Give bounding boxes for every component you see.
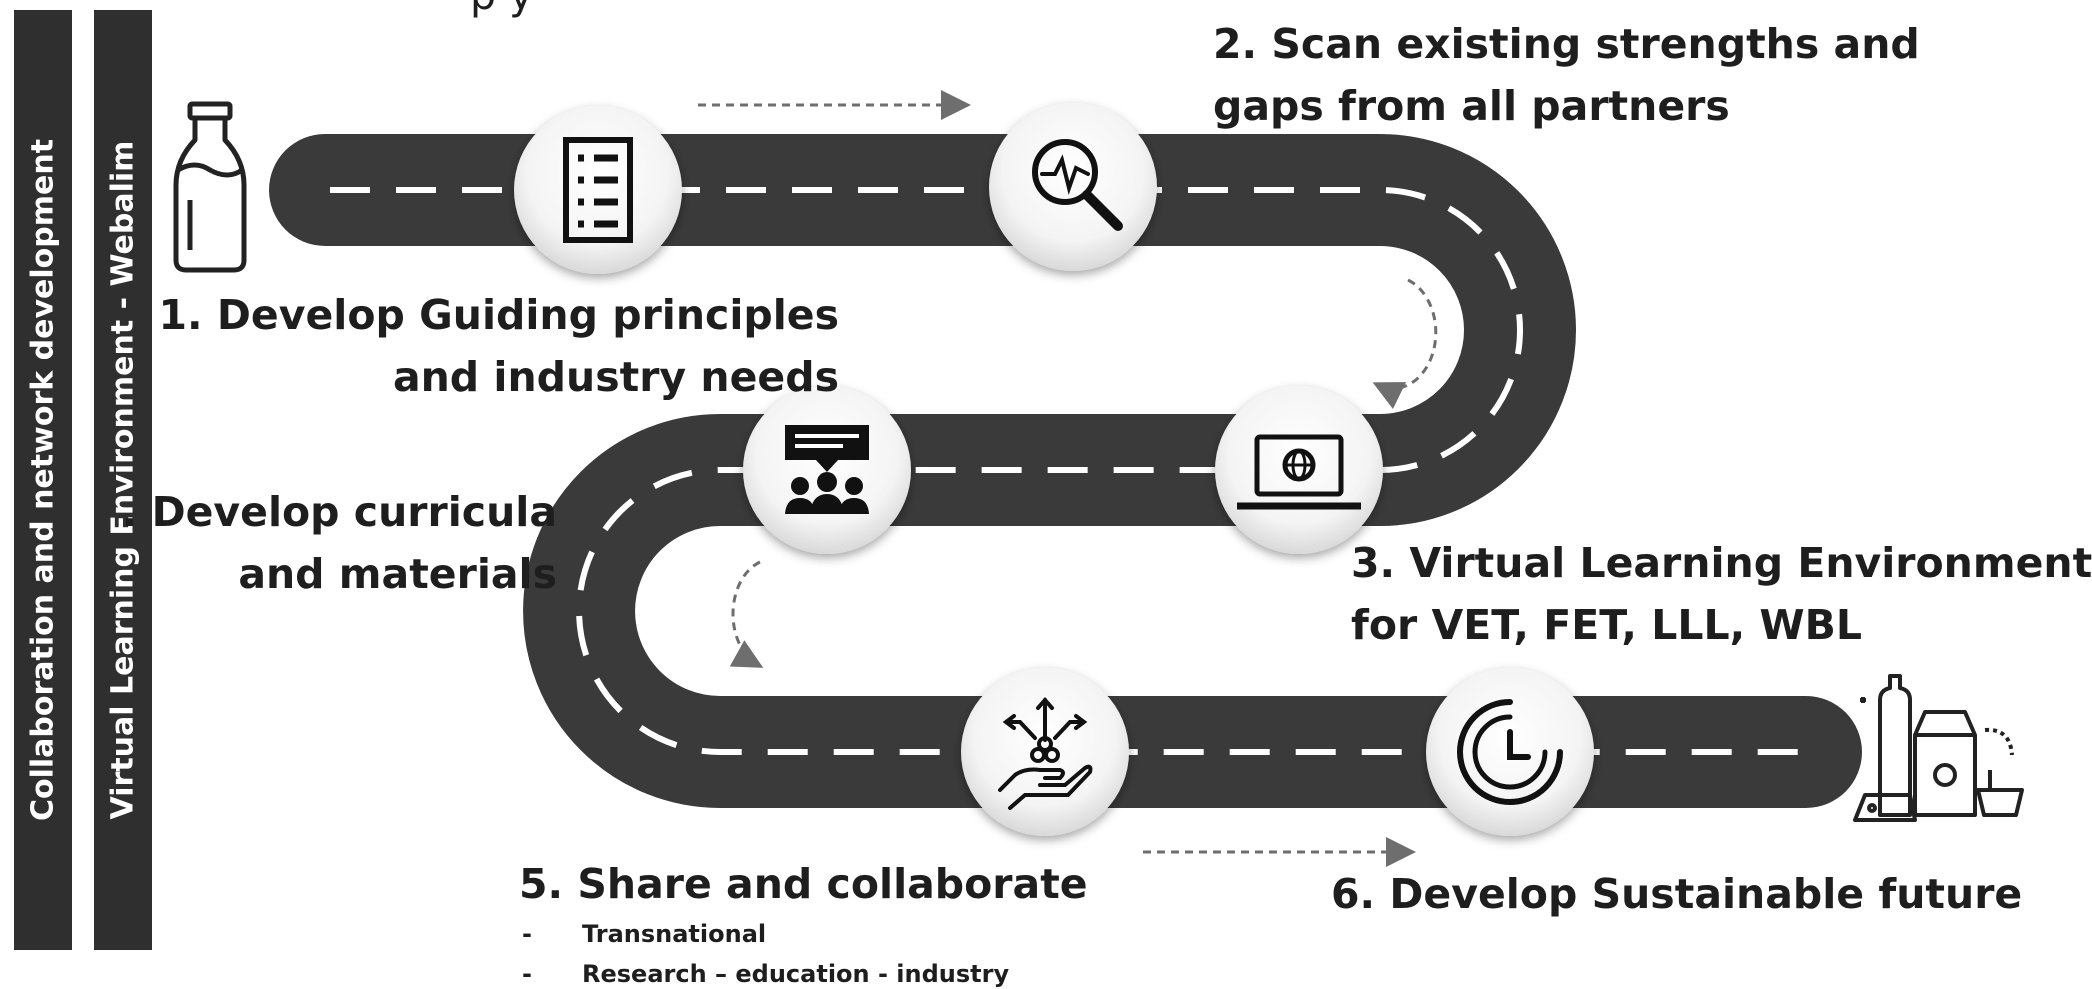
step-circle-1 [514,106,682,274]
step-2-line1: 2. Scan existing strengths and [1213,20,1920,68]
step-3-line2: for VET, FET, LLL, WBL [1351,601,1863,649]
step-5-bullet-2-text: Research – education - industry [582,960,1010,988]
flow-arrow-left [729,560,764,668]
step-2-label: 2. Scan existing strengths and gaps from… [1213,13,1920,137]
road-lane-marking [330,187,1800,755]
step-1-line1: 1. Develop Guiding principles [158,291,839,339]
step-1-label: 1. Develop Guiding principles and indust… [159,284,839,408]
step-5-bullet-1-text: Transnational [582,920,767,948]
step-4-line1: . Develop curricula [121,488,557,536]
sharing-hand-icon [998,696,1093,810]
step-4-line2: and materials [238,550,557,598]
checklist-icon [563,137,633,243]
milk-bottle-icon [173,101,247,273]
sidebar-vle-webalim: Virtual Learning Environment - Webalim [94,10,152,950]
step-4-label: . Develop curricula and materials [122,481,557,605]
step-2-line2: gaps from all partners [1213,82,1730,130]
step-5-label: 5. Share and collaborate [519,860,1088,908]
step-3-label: 3. Virtual Learning Environment for VET,… [1351,532,2092,656]
sidebar-collaboration: Collaboration and network development [14,10,72,950]
flow-arrow-right [1372,278,1438,410]
step-circle-2 [989,103,1157,271]
step-5-bullet-1: -Transnational [522,920,767,948]
clock-icon [1457,699,1563,805]
top-partial-text: p y [470,0,533,26]
step-6-label: 6. Develop Sustainable future [1331,870,2023,918]
step-1-line2: and industry needs [392,353,839,401]
step-circle-3 [1215,386,1383,554]
presentation-group-icon [785,425,869,514]
step-5-bullet-2: -Research – education - industry [522,960,1010,988]
step-3-line1: 3. Virtual Learning Environment [1351,539,2092,587]
dairy-products-icon [1853,674,2024,822]
magnifier-pulse-icon [1032,139,1123,231]
laptop-globe-icon [1237,434,1361,510]
